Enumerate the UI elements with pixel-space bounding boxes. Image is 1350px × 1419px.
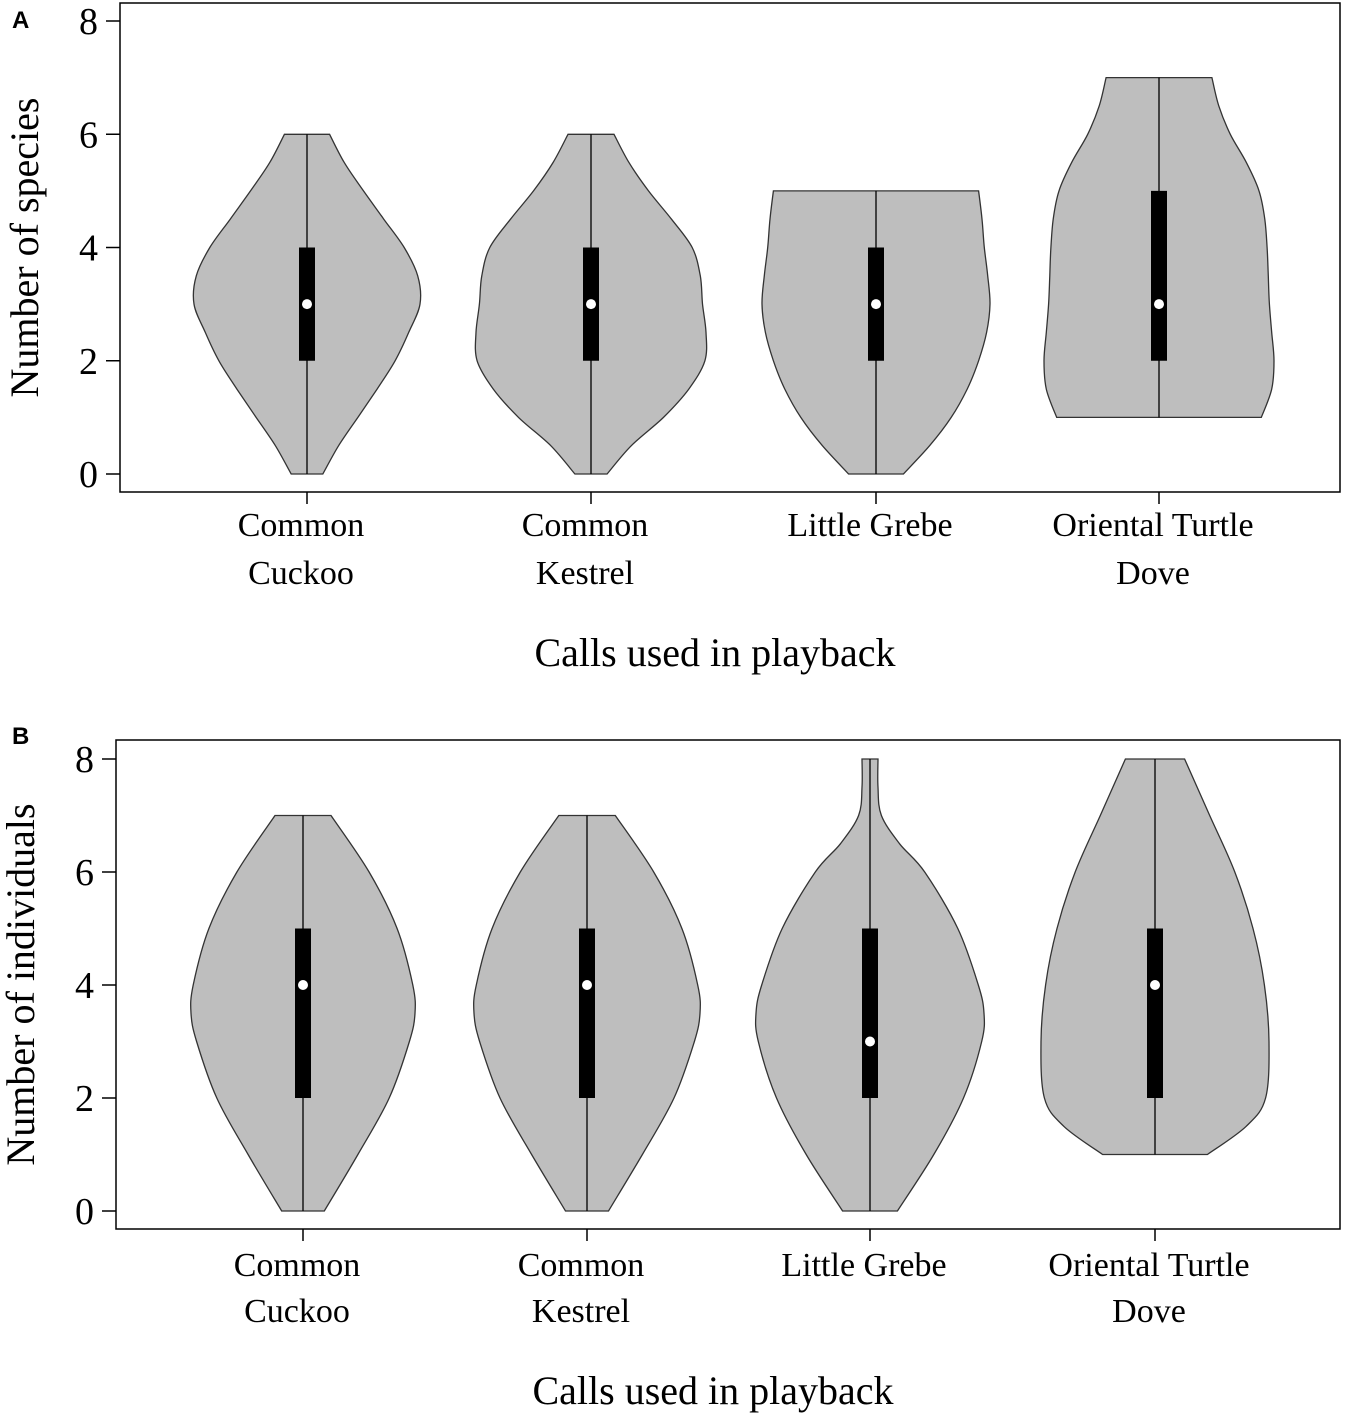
x-tick-label: Common	[234, 1247, 361, 1284]
x-tick-label: Common	[238, 507, 365, 544]
x-tick-label: Dove	[1112, 1293, 1186, 1330]
x-tick-label: Oriental Turtle	[1048, 1247, 1249, 1284]
y-tick-label: 4	[79, 228, 98, 270]
violin-iqr-box	[295, 928, 311, 1098]
y-axis-title: Number of individuals	[0, 803, 43, 1165]
violin-median-dot	[871, 299, 881, 310]
y-axis-title: Number of species	[2, 98, 47, 398]
violin-median-dot	[586, 299, 596, 310]
violin-median-dot	[302, 299, 312, 310]
y-tick-label: 8	[79, 1, 98, 43]
violin-median-dot	[1154, 299, 1164, 310]
x-tick-label: Cuckoo	[244, 1293, 350, 1330]
y-tick-label: 0	[75, 1191, 94, 1233]
y-tick-label: 0	[79, 454, 98, 496]
x-tick-label: Common	[518, 1247, 645, 1284]
violin-iqr-box	[579, 928, 595, 1098]
violin-iqr-box	[1147, 928, 1163, 1098]
x-axis-title: Calls used in playback	[534, 630, 895, 675]
panel-label: B	[12, 723, 29, 750]
panel-label: A	[12, 7, 29, 34]
x-tick-label: Common	[522, 507, 649, 544]
y-tick-label: 2	[79, 341, 98, 383]
x-tick-label: Oriental Turtle	[1052, 507, 1253, 544]
x-tick-label: Little Grebe	[787, 507, 952, 544]
x-tick-label: Cuckoo	[248, 555, 354, 592]
x-tick-label: Kestrel	[532, 1293, 630, 1330]
x-axis-title: Calls used in playback	[532, 1368, 893, 1413]
violin-median-dot	[298, 980, 308, 990]
y-tick-label: 2	[75, 1078, 94, 1120]
y-tick-label: 4	[75, 965, 94, 1007]
y-tick-label: 6	[79, 114, 98, 156]
x-tick-label: Dove	[1116, 555, 1190, 592]
y-tick-label: 6	[75, 852, 94, 894]
violin-median-dot	[865, 1036, 875, 1047]
y-tick-label: 8	[75, 739, 94, 781]
violin-median-dot	[1150, 980, 1160, 990]
x-tick-label: Kestrel	[536, 555, 634, 592]
violin-iqr-box	[1151, 190, 1167, 361]
violin-median-dot	[582, 980, 592, 990]
x-tick-label: Little Grebe	[781, 1247, 946, 1284]
violin-iqr-box	[862, 928, 878, 1098]
